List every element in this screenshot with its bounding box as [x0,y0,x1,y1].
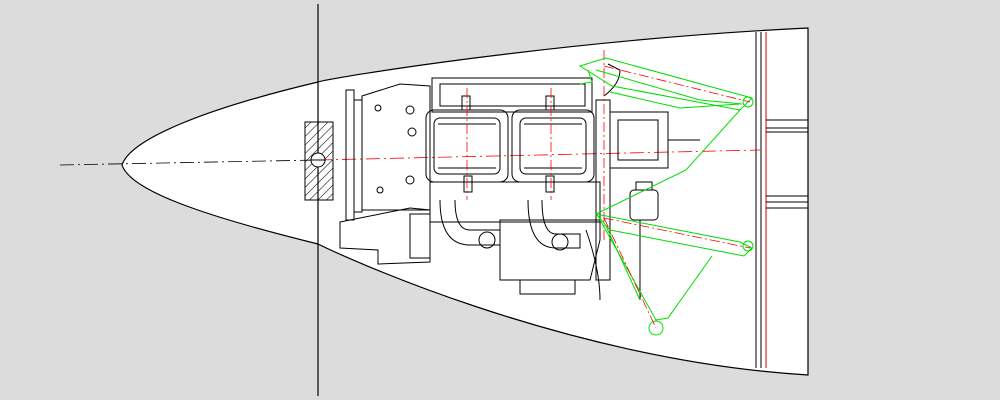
cylinder-centerlines [466,50,605,240]
fuselage-longerons [766,119,808,209]
firewall [755,32,767,368]
cowling-outline [121,27,809,376]
mount-centerlines [603,65,751,329]
engine-centerline [317,149,761,161]
mount-frame-icon [578,57,754,336]
thrust-axis [59,159,319,166]
hatched-hub-icon [304,121,334,201]
